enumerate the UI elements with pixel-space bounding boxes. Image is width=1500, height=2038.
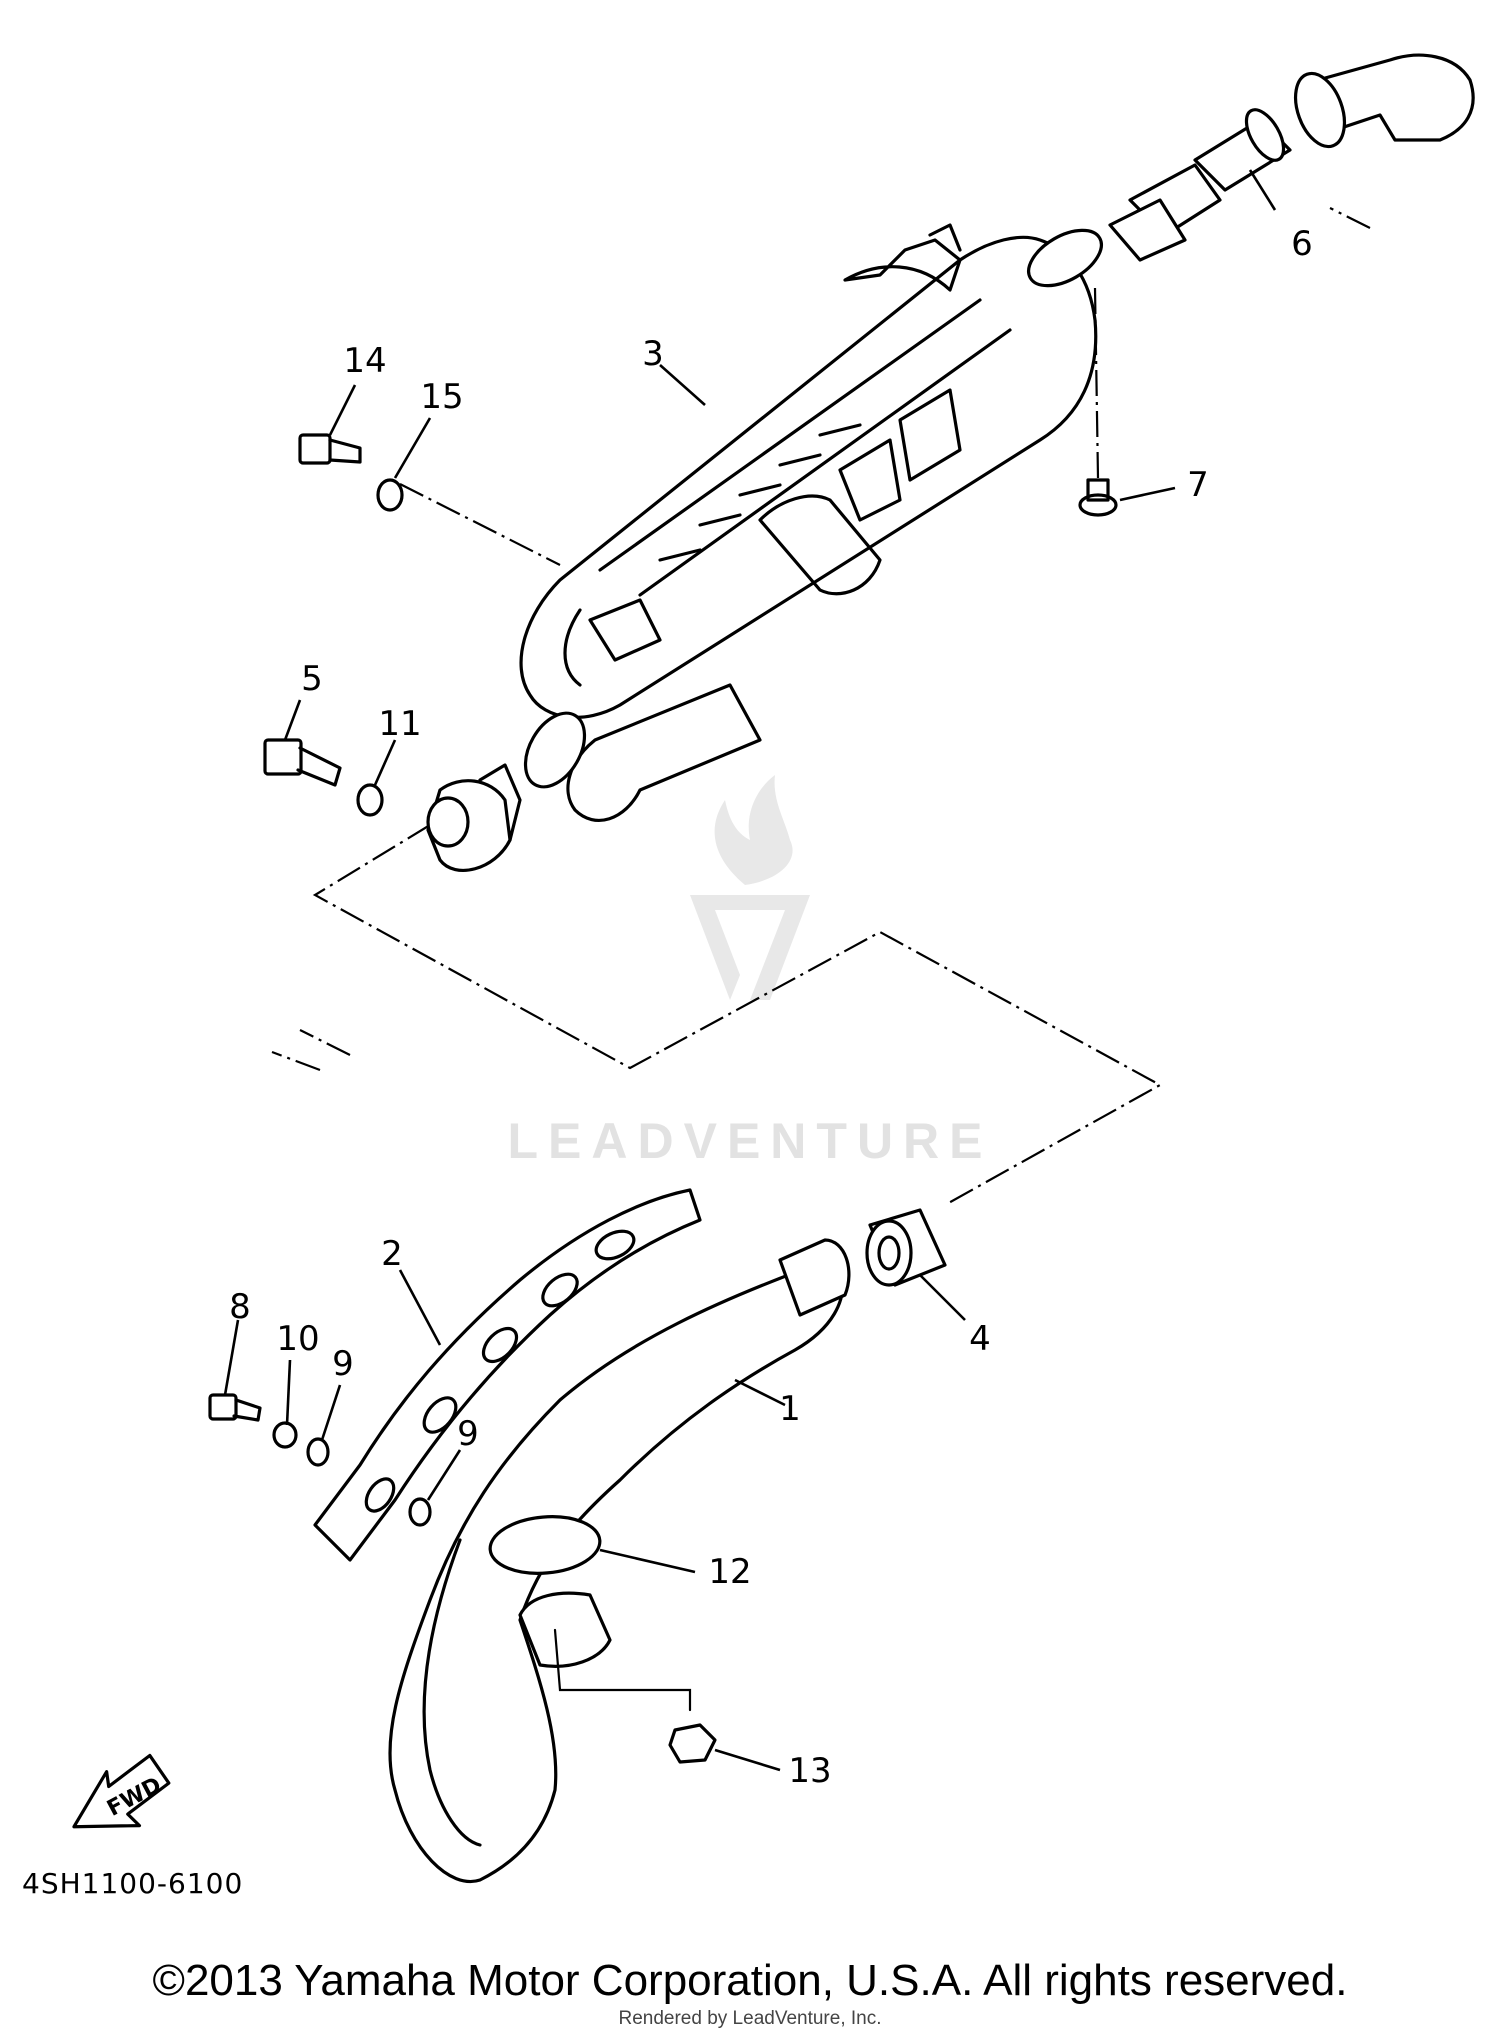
fwd-arrow: FWD <box>72 1753 171 1829</box>
callout-labels: 3 6 7 14 15 5 11 2 4 1 8 10 9 9 12 13 <box>229 224 1313 1791</box>
assembly-guide-lines <box>271 207 1371 1206</box>
part-exhaust-pipe <box>388 1238 851 1884</box>
callout-10: 10 <box>276 1319 319 1359</box>
callout-7: 7 <box>1187 465 1209 505</box>
callout-6: 6 <box>1291 224 1313 264</box>
copyright-notice: ©2013 Yamaha Motor Corporation, U.S.A. A… <box>152 1956 1348 2005</box>
callout-1: 1 <box>779 1389 801 1429</box>
part-joint <box>865 1208 947 1287</box>
washer-11 <box>356 783 384 817</box>
callout-9a: 9 <box>332 1344 354 1384</box>
washer-9b <box>408 1497 432 1527</box>
part-protector <box>313 1188 702 1562</box>
callout-14: 14 <box>343 341 386 381</box>
rendered-by-credit: Rendered by LeadVenture, Inc. <box>618 2008 882 2029</box>
leader-lines <box>223 169 1277 1772</box>
bolt-5 <box>263 738 342 787</box>
washer-15 <box>376 478 404 512</box>
washer-9a <box>306 1437 330 1467</box>
callout-9b: 9 <box>457 1414 479 1454</box>
callout-11: 11 <box>378 704 421 744</box>
nut-13 <box>668 1723 717 1764</box>
washer-10 <box>272 1421 298 1449</box>
part-muffler <box>426 223 1103 872</box>
callout-5: 5 <box>301 659 323 699</box>
callout-2: 2 <box>381 1234 403 1274</box>
callout-13: 13 <box>788 1751 831 1791</box>
diagram-code: 4SH1100-6100 <box>22 1867 243 1900</box>
bolt-14 <box>298 433 362 465</box>
callout-3: 3 <box>642 334 664 374</box>
part-tail-pipe <box>1108 53 1475 262</box>
watermark-text: LEADVENTURE <box>507 1113 992 1169</box>
callout-4: 4 <box>969 1319 991 1359</box>
bolt-7 <box>1078 478 1118 517</box>
bolt-8 <box>208 1393 262 1422</box>
leadventure-watermark: LEADVENTURE <box>507 775 992 1169</box>
callout-12: 12 <box>708 1552 751 1592</box>
callout-8: 8 <box>229 1287 251 1327</box>
callout-15: 15 <box>420 377 463 417</box>
